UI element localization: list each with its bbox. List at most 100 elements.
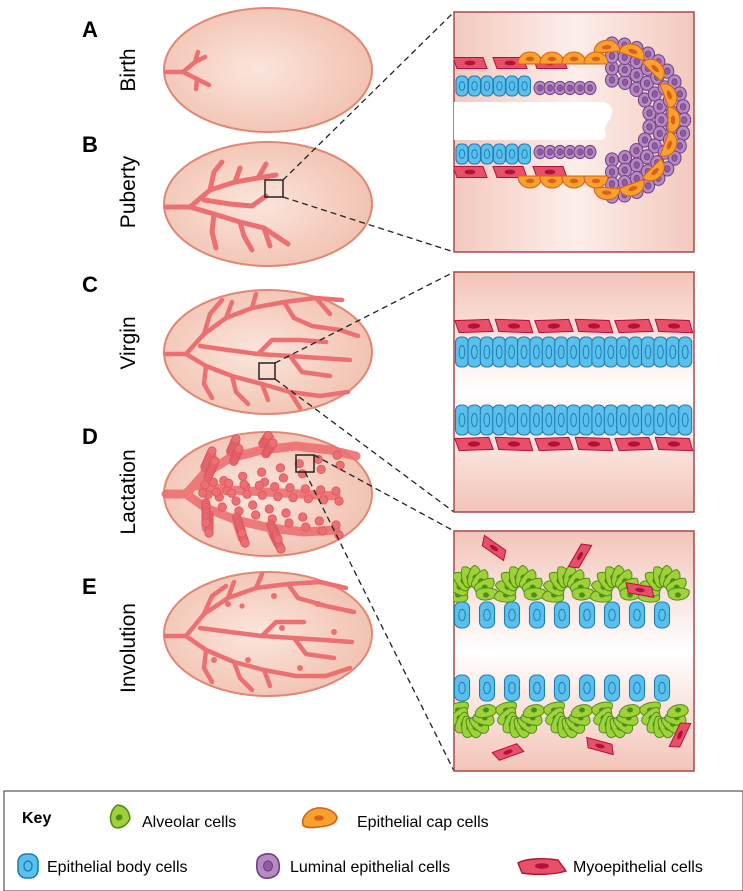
body-cell — [468, 405, 481, 435]
body-cell — [481, 76, 493, 96]
body-cell — [518, 405, 531, 435]
myoepithelial-cell — [575, 437, 613, 450]
body-cell — [617, 337, 630, 367]
body-cell — [555, 405, 568, 435]
body-cell — [480, 337, 493, 367]
body-cell — [604, 405, 617, 435]
gland-involution — [164, 572, 372, 696]
body-cell — [518, 337, 531, 367]
panel-terminal-end-bud — [453, 12, 694, 252]
body-cell — [494, 76, 506, 96]
stage-b-group: B Puberty — [82, 132, 140, 228]
body-cell — [456, 337, 469, 367]
gland-lactation — [164, 432, 372, 557]
body-cell — [469, 144, 481, 164]
body-cell — [456, 405, 469, 435]
body-cell — [642, 337, 655, 367]
body-cell — [505, 602, 520, 628]
body-cell — [580, 675, 595, 701]
myoepithelial-cell — [495, 437, 533, 450]
body-cell — [580, 405, 593, 435]
body-cell — [592, 337, 605, 367]
body-cell — [480, 602, 495, 628]
luminal-cell — [584, 145, 596, 158]
body-cell — [469, 76, 481, 96]
key-legend: Key Alveolar cells Epithelial cap cells … — [4, 791, 743, 891]
luminal-cell-icon — [257, 854, 279, 878]
body-cell-icon — [18, 854, 38, 878]
body-cell — [455, 675, 470, 701]
key-label-luminal: Luminal epithelial cells — [290, 859, 450, 876]
body-cell — [505, 675, 520, 701]
stage-b-label: Puberty — [117, 155, 140, 228]
stage-d-group: D Lactation — [82, 424, 140, 535]
body-cell — [506, 144, 518, 164]
body-cell — [655, 675, 670, 701]
body-cell — [642, 405, 655, 435]
body-cell — [654, 405, 667, 435]
stage-e-letter: E — [82, 574, 97, 599]
body-cell — [604, 337, 617, 367]
body-cell — [592, 405, 605, 435]
body-cell — [630, 602, 645, 628]
body-cell — [555, 675, 570, 701]
body-cell — [655, 602, 670, 628]
body-cell — [555, 602, 570, 628]
body-cell — [494, 144, 506, 164]
myoepithelial-cell — [495, 319, 533, 332]
body-cell — [505, 405, 518, 435]
body-cell — [580, 602, 595, 628]
body-cell — [567, 405, 580, 435]
body-cell — [493, 405, 506, 435]
panel-virgin-duct — [454, 272, 694, 512]
stage-d-label: Lactation — [117, 449, 140, 534]
body-cell — [530, 337, 543, 367]
body-cell — [567, 337, 580, 367]
body-cell — [519, 144, 531, 164]
myoepithelial-cell — [453, 167, 487, 178]
key-label-alveolar: Alveolar cells — [142, 814, 236, 831]
stage-c-letter: C — [82, 272, 98, 297]
stage-a-label: Birth — [117, 48, 140, 91]
body-cell — [530, 405, 543, 435]
body-cell — [679, 337, 692, 367]
myoepithelial-cell — [575, 319, 613, 332]
body-cell — [605, 602, 620, 628]
body-cell — [666, 405, 679, 435]
body-cell — [629, 337, 642, 367]
myoepithelial-cell-icon — [518, 859, 566, 875]
myoepithelial-cell — [655, 319, 693, 332]
body-cell — [506, 76, 518, 96]
body-cell — [630, 675, 645, 701]
gland-birth — [164, 8, 372, 132]
body-cell — [629, 405, 642, 435]
body-cell — [542, 405, 555, 435]
myoepithelial-cell — [453, 58, 487, 69]
stage-b-letter: B — [82, 132, 98, 157]
myoepithelial-cell — [455, 437, 493, 450]
stage-a-group: A Birth — [82, 17, 140, 92]
stage-e-label: Involution — [117, 603, 140, 693]
body-cell — [530, 602, 545, 628]
luminal-cell — [584, 81, 596, 94]
myoepithelial-cell — [615, 319, 653, 332]
myoepithelial-cell — [615, 437, 653, 450]
body-cell — [530, 675, 545, 701]
body-cell — [617, 405, 630, 435]
myoepithelial-cell — [455, 319, 493, 332]
key-label-myoepithelial: Myoepithelial cells — [573, 859, 703, 876]
luminal-cell — [677, 100, 690, 114]
teb-lumen — [454, 102, 612, 140]
body-cell — [493, 337, 506, 367]
body-cell — [654, 337, 667, 367]
gland-virgin — [164, 290, 372, 414]
body-cell — [555, 337, 568, 367]
stage-c-label: Virgin — [117, 316, 140, 369]
luminal-cell — [677, 126, 690, 140]
body-cell — [505, 337, 518, 367]
stage-e-group: E Involution — [82, 574, 140, 693]
key-item-myoepithelial: Myoepithelial cells — [518, 859, 703, 876]
key-label-body: Epithelial body cells — [47, 859, 188, 876]
body-cell — [455, 602, 470, 628]
